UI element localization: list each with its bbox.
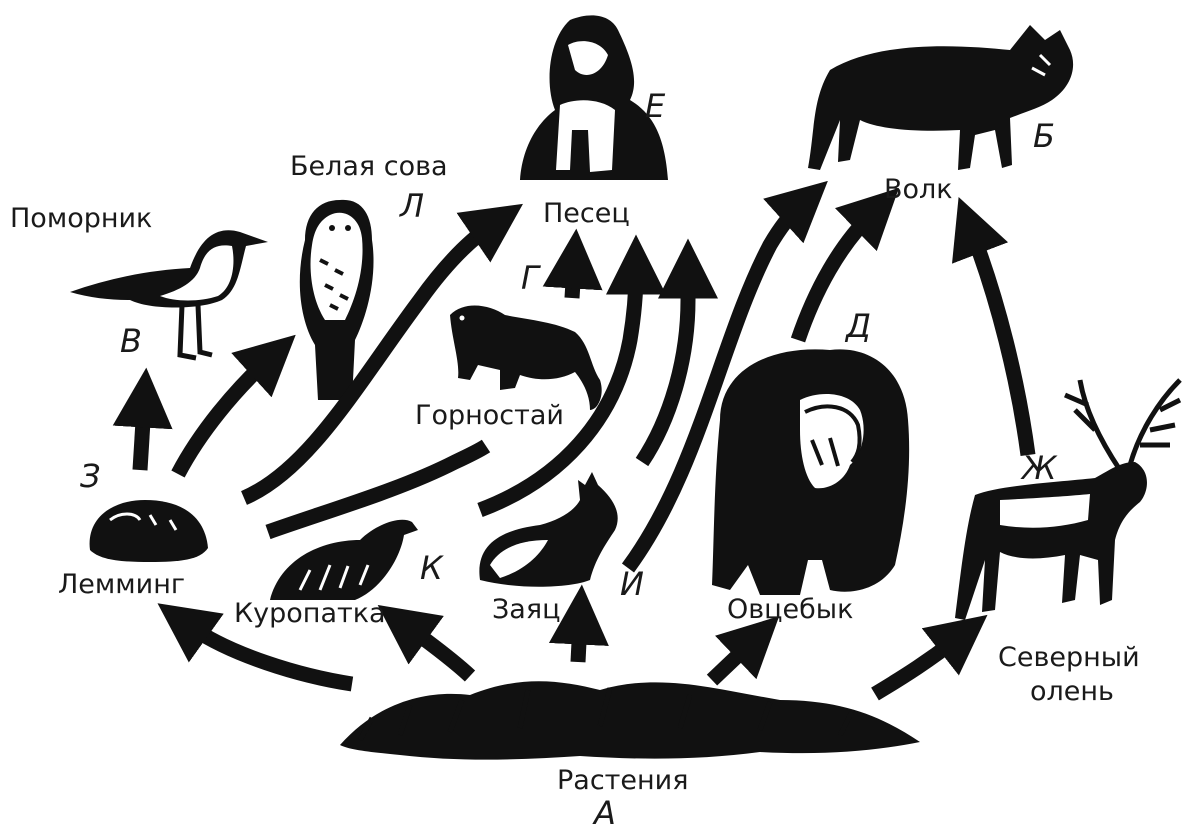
letter-owl: Л xyxy=(400,190,424,222)
label-wolf: Волк xyxy=(884,176,953,203)
letter-reindeer: Ж xyxy=(1022,452,1056,484)
letter-plants: А xyxy=(594,797,616,829)
lemming-illustration xyxy=(90,500,208,562)
arrow-plants-to-muskox xyxy=(712,642,752,680)
letter-fox: Е xyxy=(645,90,665,122)
label-muskox: Овцебык xyxy=(727,596,853,623)
muskox-illustration xyxy=(712,349,909,595)
arrow-plants-to-hare xyxy=(578,622,580,662)
letter-wolf: Б xyxy=(1033,120,1055,152)
label-reindeer-line1: Северный xyxy=(998,644,1140,671)
stoat-illustration xyxy=(450,306,602,410)
letter-lemming: З xyxy=(80,460,101,492)
letter-stoat: Г xyxy=(521,262,539,294)
label-lemming: Лемминг xyxy=(58,571,185,598)
arrow-lemming-to-skua xyxy=(140,405,144,470)
skua-illustration xyxy=(70,230,268,358)
plants-illustration xyxy=(340,681,920,759)
label-plants: Растения xyxy=(557,767,688,794)
arrow-plants-to-reindeer xyxy=(875,638,958,694)
arrow-hare-to-fox xyxy=(642,276,688,462)
arrow-reindeer-to-wolf xyxy=(972,232,1028,455)
letter-skua: В xyxy=(120,325,142,357)
letter-ptarmigan: К xyxy=(420,552,443,584)
letter-muskox: Д xyxy=(846,310,871,342)
label-reindeer-line2: олень xyxy=(1030,678,1114,705)
label-ptarmigan: Куропатка xyxy=(234,600,386,627)
label-owl: Белая сова xyxy=(290,153,448,180)
label-skua: Поморник xyxy=(10,205,152,232)
label-fox: Песец xyxy=(543,200,630,227)
hare-illustration xyxy=(479,472,617,587)
label-hare: Заяц xyxy=(492,596,560,623)
ptarmigan-illustration xyxy=(270,520,418,600)
letter-hare: И xyxy=(620,568,644,600)
arrow-plants-to-lemming xyxy=(188,625,352,684)
arrow-plants-to-ptarmigan xyxy=(408,627,470,676)
arrow-lemming-to-owl xyxy=(178,360,268,474)
label-stoat: Горностай xyxy=(415,402,564,429)
arrow-stoat-to-fox xyxy=(572,266,574,298)
arrow-ptarmigan-to-fox xyxy=(480,272,636,510)
reindeer-illustration xyxy=(955,380,1180,620)
